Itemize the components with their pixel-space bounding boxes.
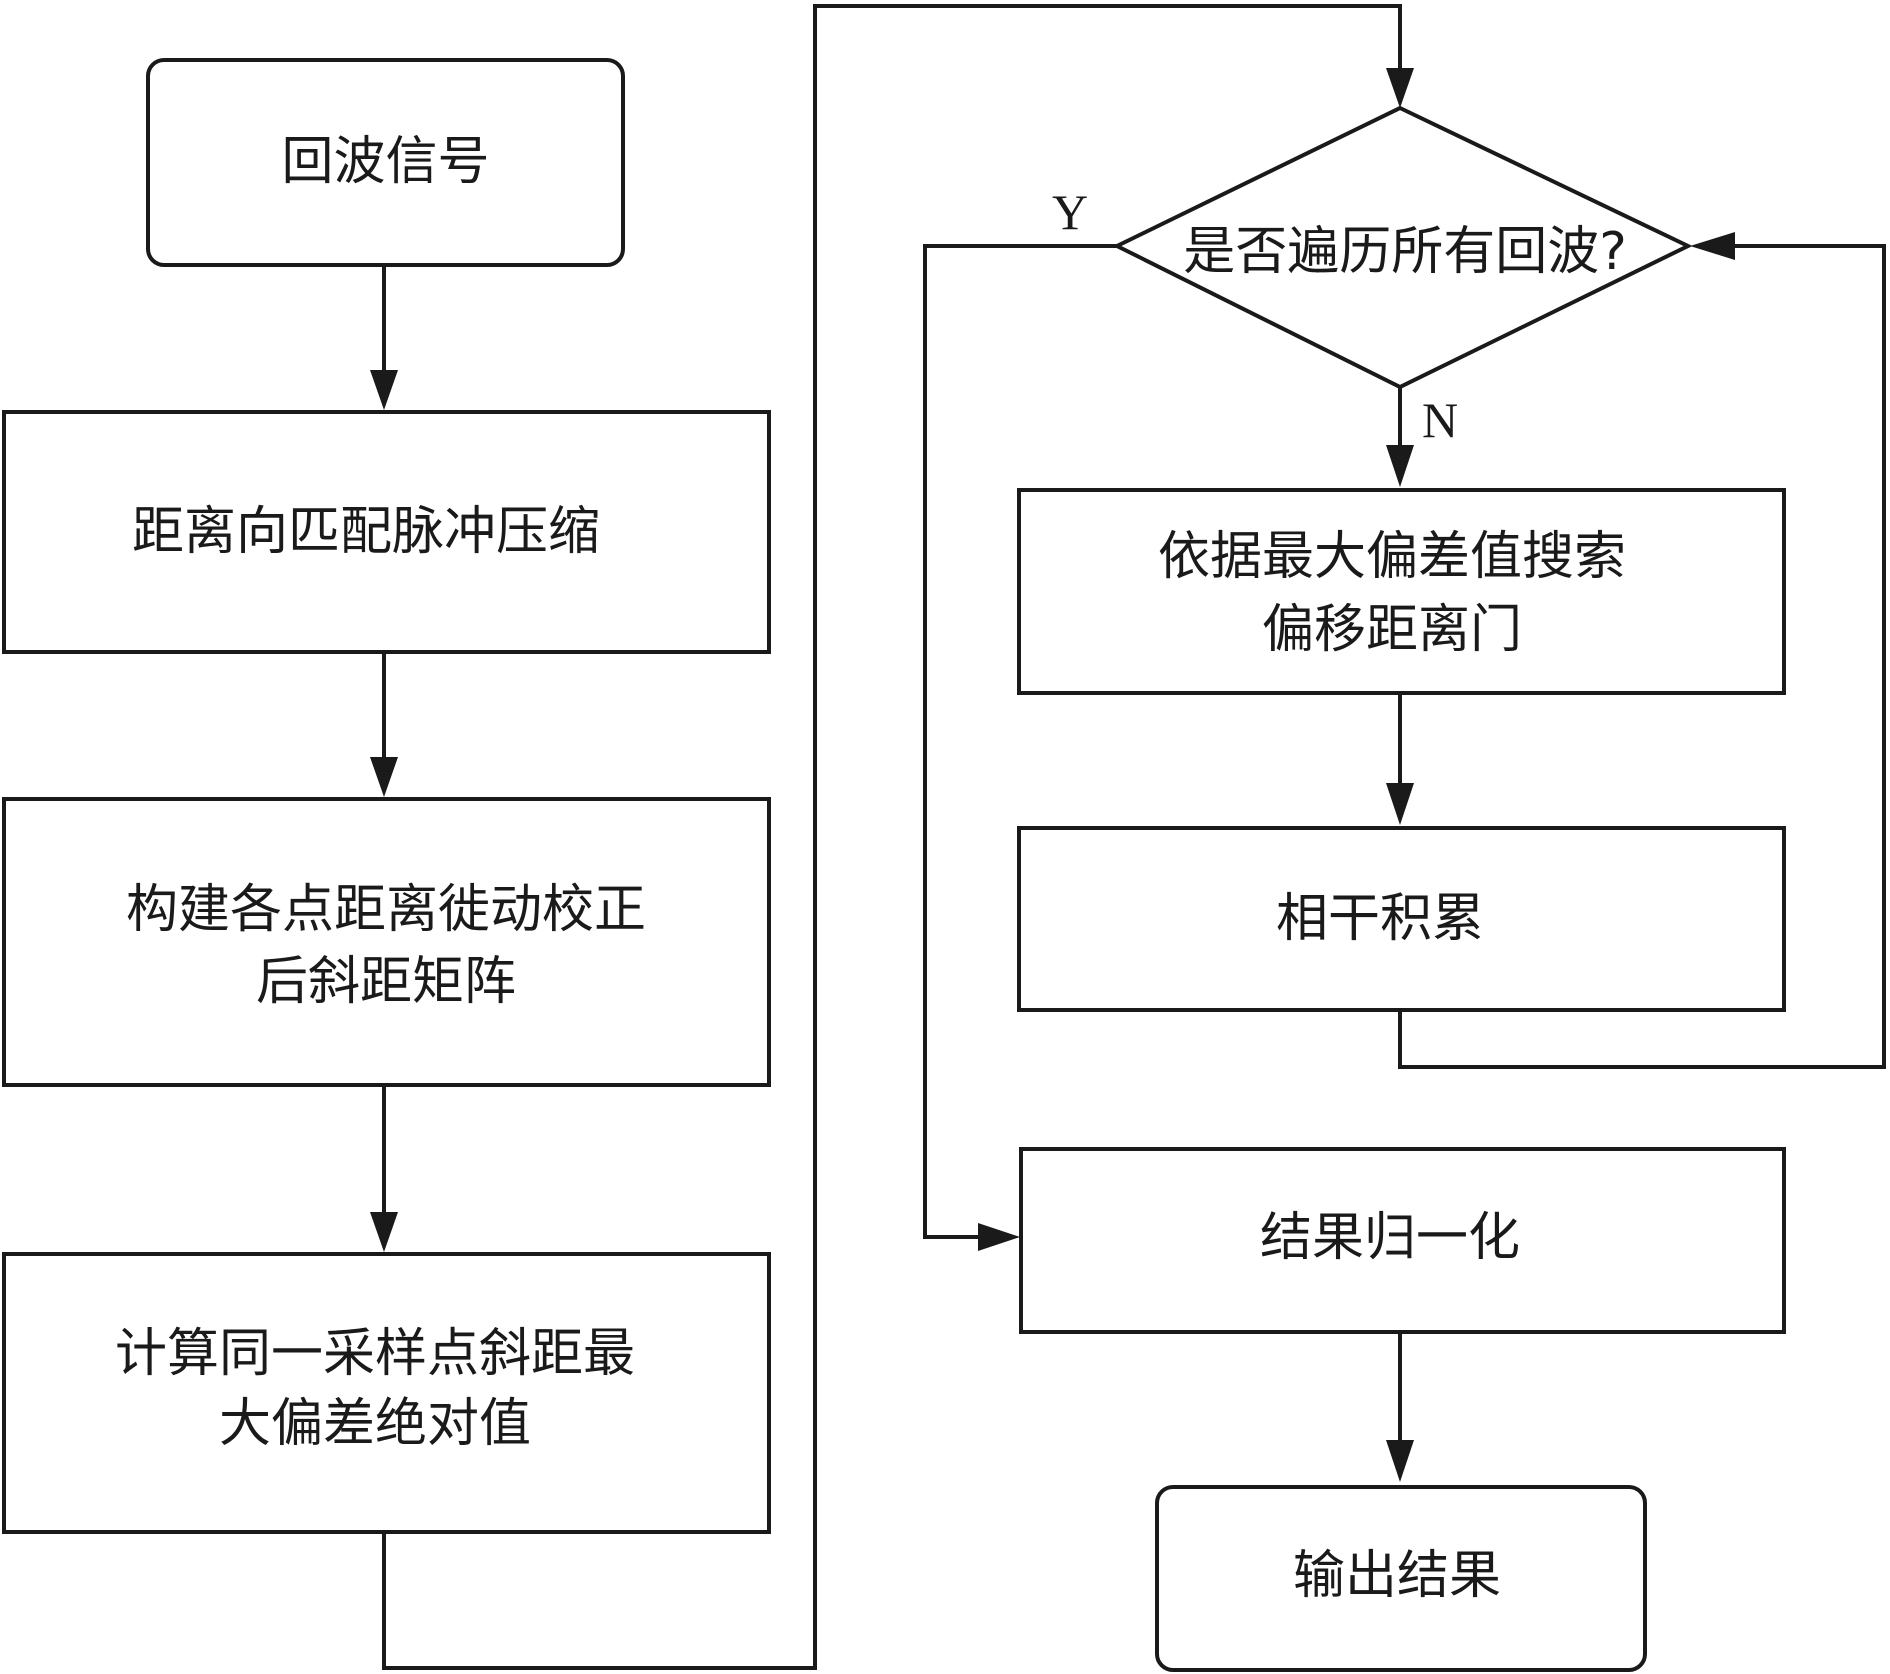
node-build-matrix: 构建各点距离徙动校正 后斜距矩阵 (2, 797, 771, 1087)
node-max-deviation-label-line2: 大偏差绝对值 (219, 1394, 531, 1454)
connector-loop-back (1398, 244, 1886, 1069)
node-echo-signal-label: 回波信号 (281, 132, 489, 192)
arrowhead-to-output (1386, 1440, 1414, 1482)
node-coherent-integration: 相干积累 (1017, 826, 1786, 1012)
node-max-deviation-label-line1: 计算同一采样点斜距最 (115, 1324, 635, 1384)
node-decision-shape (1112, 105, 1693, 390)
node-output-shape (1155, 1485, 1647, 1672)
node-search-offset-label-line2: 偏移距离门 (1262, 600, 1522, 660)
arrowhead-to-decision (1386, 68, 1414, 108)
node-build-matrix-label-line1: 构建各点距离徙动校正 (126, 880, 646, 940)
node-decision: 是否遍历所有回波? (1112, 105, 1693, 390)
branch-label-yes: Y (1052, 184, 1088, 240)
arrowhead-to-search (1386, 445, 1414, 487)
node-normalize-shape (1019, 1147, 1786, 1334)
node-normalize: 结果归一化 (1019, 1147, 1786, 1334)
node-max-deviation-shape (2, 1252, 771, 1534)
node-decision-label: 是否遍历所有回波? (1183, 222, 1627, 282)
node-coherent-integration-shape (1017, 826, 1786, 1012)
node-search-offset-shape (1017, 488, 1786, 695)
node-echo-signal-shape (146, 58, 625, 267)
node-search-offset-label-line1: 依据最大偏差值搜索 (1158, 527, 1626, 587)
node-range-compression-shape (2, 410, 771, 654)
node-build-matrix-label-line2: 后斜距矩阵 (256, 952, 516, 1012)
arrowhead-to-deviation (370, 1212, 398, 1252)
node-build-matrix-shape (2, 797, 771, 1087)
node-coherent-integration-label: 相干积累 (1276, 889, 1484, 949)
node-output: 输出结果 (1155, 1485, 1647, 1672)
node-search-offset: 依据最大偏差值搜索 偏移距离门 (1017, 488, 1786, 695)
arrowhead-to-compression (370, 370, 398, 410)
node-range-compression: 距离向匹配脉冲压缩 (2, 410, 771, 654)
arrowhead-loop-into-decision (1690, 232, 1735, 260)
connector-decision-yes (923, 244, 1117, 1239)
node-max-deviation: 计算同一采样点斜距最 大偏差绝对值 (2, 1252, 771, 1534)
node-output-label: 输出结果 (1293, 1546, 1501, 1606)
connectors (382, 4, 1886, 1670)
node-range-compression-label: 距离向匹配脉冲压缩 (132, 502, 600, 562)
arrowhead-to-matrix (370, 757, 398, 797)
arrowhead-to-normalize (978, 1223, 1020, 1251)
node-normalize-label: 结果归一化 (1260, 1208, 1520, 1268)
connector-deviation-to-decision (382, 4, 1402, 1670)
branch-label-no: N (1422, 392, 1458, 448)
arrowheads (370, 68, 1735, 1482)
node-echo-signal: 回波信号 (146, 58, 625, 267)
arrowhead-to-coherent (1386, 783, 1414, 825)
